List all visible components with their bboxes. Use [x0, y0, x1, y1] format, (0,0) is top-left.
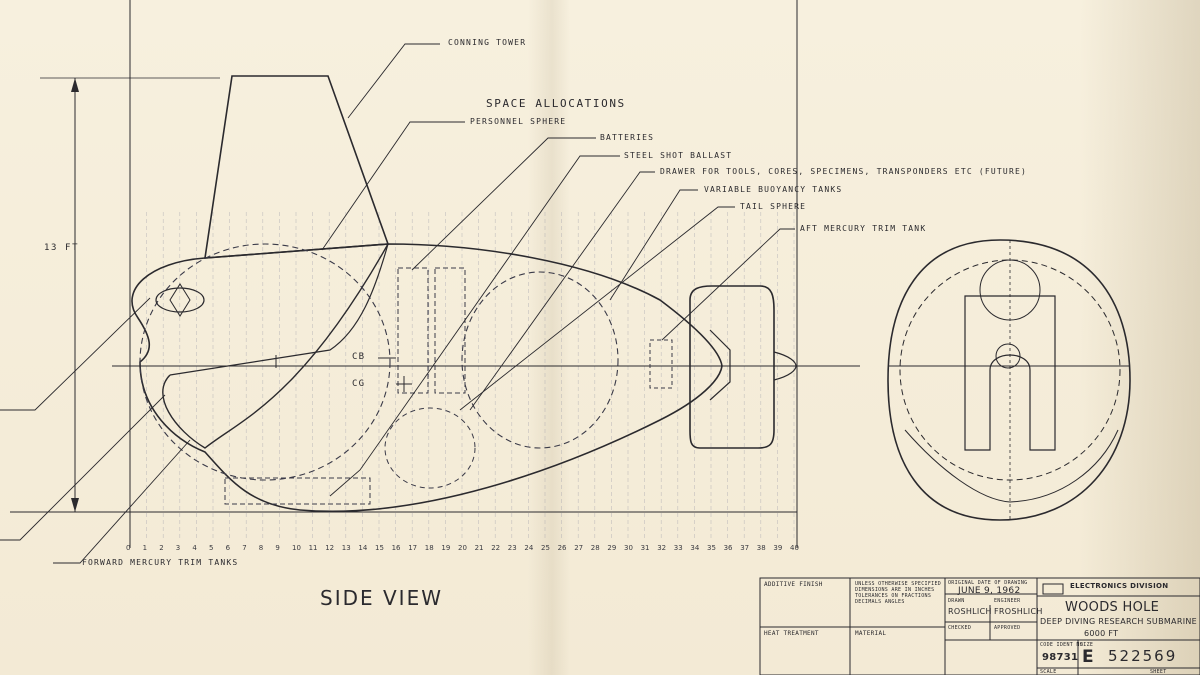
tb-material-label: MATERIAL	[855, 630, 887, 637]
tb-division: ELECTRONICS DIVISION	[1070, 582, 1169, 590]
conning-tower-outline	[204, 75, 390, 259]
station-tick-label: 3	[175, 544, 181, 552]
station-tick-label: 0	[126, 544, 131, 552]
tb-drawn-label: DRAWN	[948, 598, 965, 604]
station-tick-label: 21	[474, 544, 484, 552]
diagram-title: SPACE ALLOCATIONS	[486, 97, 626, 110]
station-tick-label: 38	[756, 544, 766, 552]
tb-drawing-number: 522569	[1108, 647, 1178, 665]
tail-sphere	[461, 271, 619, 449]
label-batteries: BATTERIES	[600, 133, 655, 142]
station-tick-label: 6	[225, 544, 231, 552]
station-tick-label: 19	[441, 544, 451, 552]
label-conning-tower: CONNING TOWER	[448, 38, 527, 47]
station-tick-label: 22	[491, 544, 501, 552]
battery-box-1	[397, 267, 429, 394]
tb-depth: 6000 FT	[1084, 629, 1119, 638]
personnel-sphere	[139, 243, 391, 481]
station-tick-label: 9	[275, 544, 280, 552]
station-tick-label: 26	[557, 544, 567, 552]
station-tick-label: 13	[341, 544, 351, 552]
tb-date-label: ORIGINAL DATE OF DRAWING	[948, 580, 1028, 586]
station-tick-label: 11	[308, 544, 318, 552]
station-tick-label: 37	[740, 544, 750, 552]
station-tick-label: 30	[624, 544, 633, 552]
station-tick-label: 20	[458, 544, 467, 552]
battery-box-2	[434, 267, 466, 394]
station-tick-label: 4	[192, 544, 197, 552]
label-cg: CG	[352, 379, 366, 389]
station-tick-label: 10	[292, 544, 301, 552]
station-tick-label: 32	[657, 544, 667, 552]
tb-date: JUNE 9, 1962	[958, 586, 1021, 596]
station-tick-label: 12	[325, 544, 335, 552]
aft-trim-tank	[649, 339, 673, 389]
station-tick-label: 31	[640, 544, 650, 552]
label-personnel-sphere: PERSONNEL SPHERE	[470, 117, 567, 126]
station-tick-label: 1	[142, 544, 148, 552]
station-tick-label: 23	[507, 544, 517, 552]
station-tick-label: 34	[690, 544, 700, 552]
tb-tolerance-note: UNLESS OTHERWISE SPECIFIED DIMENSIONS AR…	[855, 581, 942, 605]
tb-code: 98731	[1042, 652, 1079, 663]
station-tick-label: 40	[790, 544, 799, 552]
station-tick-label: 33	[673, 544, 683, 552]
label-tail-sphere: TAIL SPHERE	[740, 202, 807, 211]
station-tick-label: 15	[375, 544, 384, 552]
station-tick-label: 35	[707, 544, 716, 552]
leader-lines	[0, 43, 795, 564]
view-label: SIDE VIEW	[320, 586, 443, 610]
tb-code-label: CODE IDENT NO	[1040, 642, 1084, 648]
station-tick-label: 2	[159, 544, 164, 552]
viewport	[155, 287, 205, 313]
station-tick-label: 25	[541, 544, 550, 552]
tb-project-subtitle: DEEP DIVING RESEARCH SUBMARINE	[1040, 617, 1197, 626]
tb-drawn: ROSHLICH	[948, 607, 992, 616]
tb-sheet-label: SHEET	[1150, 669, 1167, 675]
tb-size-label: SIZE	[1080, 642, 1094, 648]
station-tick-label: 5	[209, 544, 214, 552]
station-tick-label: 8	[258, 544, 264, 552]
tb-finish-label: ADDITIVE FINISH	[764, 581, 823, 588]
tb-approved-label: APPROVED	[994, 625, 1021, 631]
station-tick-label: 14	[358, 544, 368, 552]
label-steel-shot: STEEL SHOT BALLAST	[624, 151, 733, 160]
label-aft-trim: AFT MERCURY TRIM TANK	[800, 224, 927, 233]
tb-size: E	[1082, 647, 1094, 667]
tb-heat-label: HEAT TREATMENT	[764, 630, 819, 637]
station-tick-label: 39	[773, 544, 783, 552]
tb-scale-label: SCALE	[1040, 669, 1057, 675]
end-view	[887, 239, 1131, 521]
tb-engineer-label: ENGINEER	[994, 598, 1021, 604]
station-tick-label: 36	[723, 544, 733, 552]
label-vbt: VARIABLE BUOYANCY TANKS	[704, 185, 843, 194]
title-block	[759, 577, 1200, 675]
propeller-shroud	[689, 285, 775, 449]
station-tick-label: 17	[408, 544, 418, 552]
tb-engineer: FROSHLICH	[994, 607, 1043, 616]
tb-checked-label: CHECKED	[948, 625, 972, 631]
height-label: 13 FT	[44, 243, 80, 253]
label-cb: CB	[352, 352, 366, 362]
station-tick-label: 27	[574, 544, 584, 552]
station-tick-label: 16	[391, 544, 401, 552]
station-tick-label: 7	[242, 544, 247, 552]
tb-project-title: WOODS HOLE	[1065, 600, 1160, 615]
label-drawer: DRAWER FOR TOOLS, CORES, SPECIMENS, TRAN…	[660, 167, 1028, 176]
station-tick-label: 28	[590, 544, 600, 552]
station-tick-label: 18	[424, 544, 434, 552]
station-tick-label: 24	[524, 544, 534, 552]
hull-outline	[131, 243, 723, 513]
drawer-box	[224, 477, 371, 505]
label-fwd-trim: FORWARD MERCURY TRIM TANKS	[82, 558, 239, 567]
station-tick-label: 29	[607, 544, 617, 552]
